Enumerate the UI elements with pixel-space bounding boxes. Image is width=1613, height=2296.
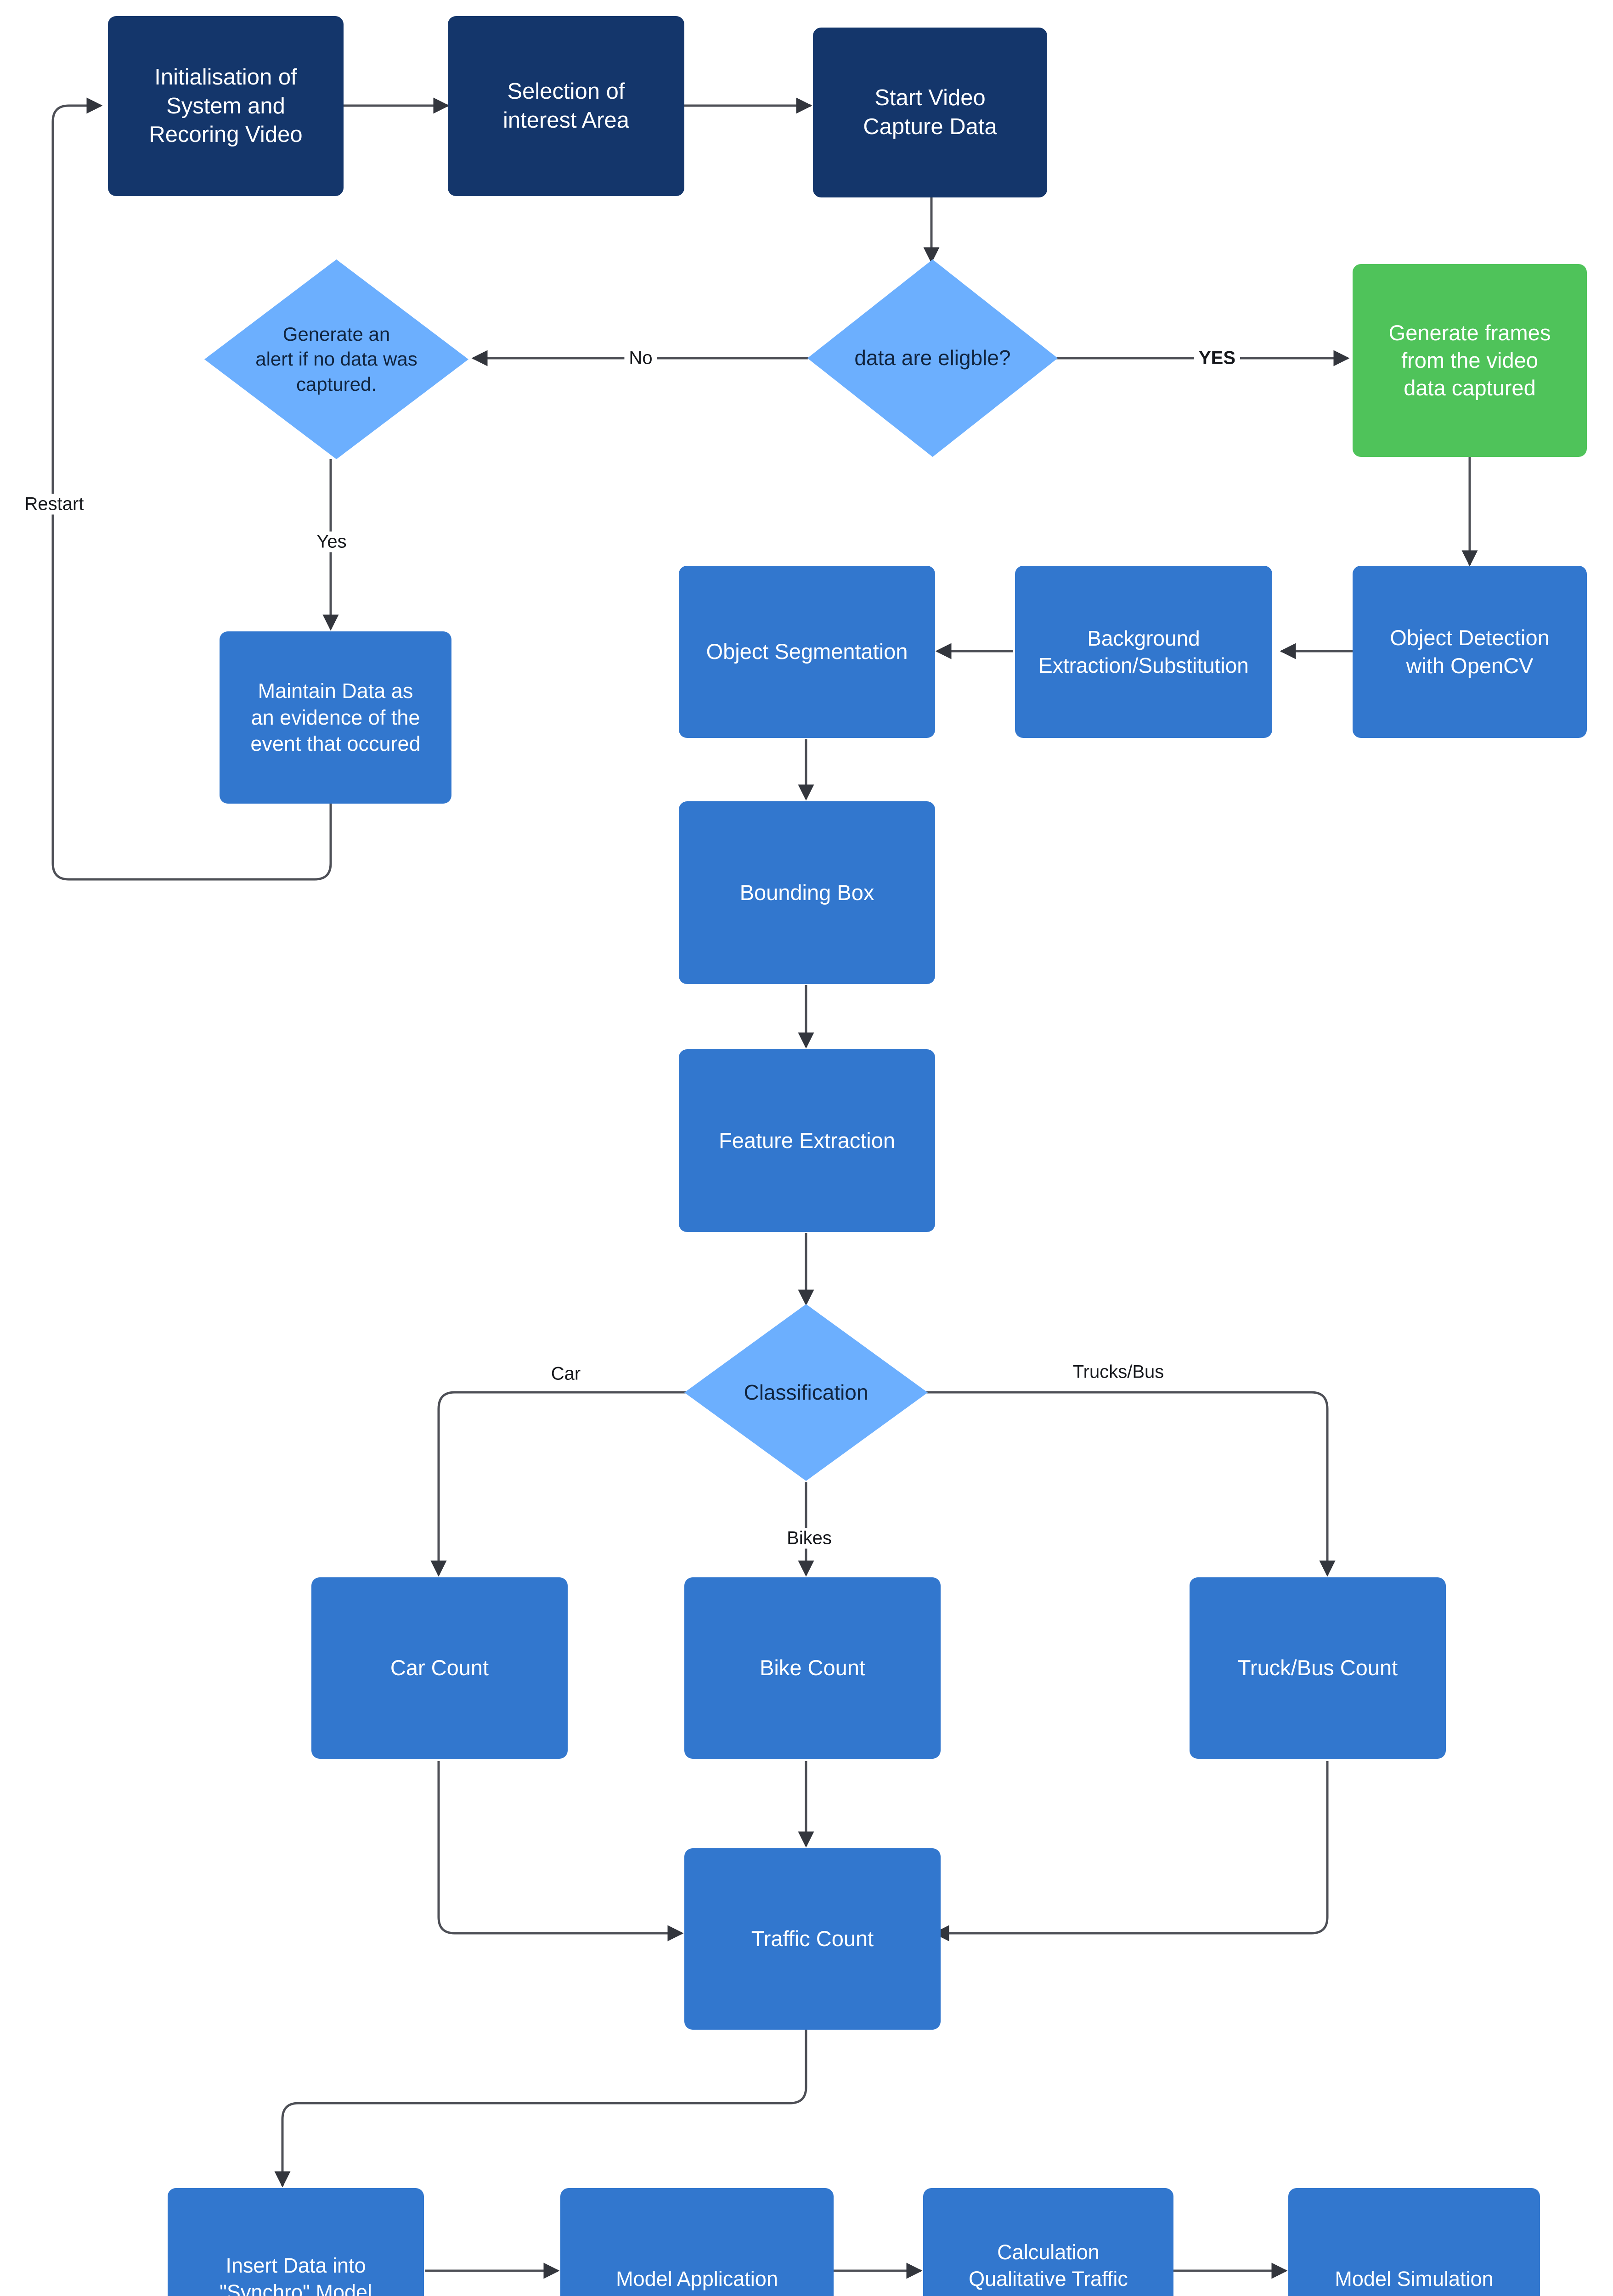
diamond-shape xyxy=(684,1304,928,1481)
node-generate-frames-label: Generate frames from the video data capt… xyxy=(1388,320,1551,400)
node-insert-data-synchro-label: Insert Data into "Synchro" Model xyxy=(219,2253,372,2296)
edge-label-bikes: Bikes xyxy=(782,1528,836,1549)
node-model-simulation[interactable]: Model Simulation xyxy=(1288,2188,1540,2296)
edge-label-trucks-bus-text: Trucks/Bus xyxy=(1072,1362,1164,1382)
node-insert-data-synchro[interactable]: Insert Data into "Synchro" Model xyxy=(168,2188,424,2296)
node-selection-interest-area[interactable]: Selection of interest Area xyxy=(448,16,684,196)
node-car-count[interactable]: Car Count xyxy=(311,1577,568,1759)
edge-label-yes-alert: Yes xyxy=(312,531,351,552)
node-feature-extraction-label: Feature Extraction xyxy=(718,1128,895,1153)
node-initialisation[interactable]: Initialisation of System and Recoring Vi… xyxy=(108,16,344,196)
node-bounding-box[interactable]: Bounding Box xyxy=(679,801,935,984)
node-feature-extraction[interactable]: Feature Extraction xyxy=(679,1049,935,1232)
node-calculation-indicators-label: Calculation Qualitative Traffic Indicato… xyxy=(969,2240,1128,2296)
node-generate-alert-decision-label: Generate an alert if no data was capture… xyxy=(255,323,417,395)
edge-label-yes-upper-text: YES xyxy=(1198,348,1236,368)
edge-label-no-text: No xyxy=(629,348,653,368)
node-model-application[interactable]: Model Application xyxy=(560,2188,834,2296)
node-truck-bus-count-label: Truck/Bus Count xyxy=(1237,1655,1398,1680)
edge-trafficcount-insertdata xyxy=(274,2027,807,2188)
node-generate-alert-decision[interactable]: Generate an alert if no data was capture… xyxy=(204,259,468,459)
node-bounding-box-label: Bounding Box xyxy=(739,880,874,905)
edge-classification-truckbuscount xyxy=(923,1391,1336,1577)
diamond-shape xyxy=(204,259,468,459)
edge-label-yes-upper: YES xyxy=(1194,348,1241,369)
node-background-extraction-label: Background Extraction/Substitution xyxy=(1038,626,1249,677)
edge-truckbuscount-trafficcount xyxy=(933,1761,1329,1941)
node-generate-frames[interactable]: Generate frames from the video data capt… xyxy=(1353,264,1587,457)
edge-label-no: No xyxy=(624,348,657,369)
edge-label-yes-alert-text: Yes xyxy=(316,531,347,552)
edge-carcount-trafficcount xyxy=(437,1761,684,1941)
edge-classification-carcount xyxy=(430,1391,689,1577)
node-object-detection[interactable]: Object Detection with OpenCV xyxy=(1353,566,1587,738)
node-initialisation-label: Initialisation of System and Recoring Vi… xyxy=(149,64,303,147)
edge-label-restart-text: Restart xyxy=(24,494,84,514)
node-traffic-count[interactable]: Traffic Count xyxy=(684,1848,941,2030)
node-traffic-count-label: Traffic Count xyxy=(751,1926,874,1951)
node-truck-bus-count[interactable]: Truck/Bus Count xyxy=(1190,1577,1446,1759)
node-model-application-label: Model Application xyxy=(616,2267,778,2290)
node-classification-decision[interactable]: Classification xyxy=(684,1304,928,1481)
node-maintain-data[interactable]: Maintain Data as an evidence of the even… xyxy=(220,631,451,804)
node-object-detection-label: Object Detection with OpenCV xyxy=(1390,625,1550,678)
node-start-video-capture[interactable]: Start Video Capture Data xyxy=(813,28,1047,197)
node-selection-interest-area-label: Selection of interest Area xyxy=(502,79,630,133)
edge-maintaindata-init xyxy=(51,97,332,881)
diamond-shape xyxy=(807,259,1058,457)
node-data-eligible-decision[interactable]: data are eligble? xyxy=(807,259,1058,457)
edge-label-restart: Restart xyxy=(20,494,89,515)
node-maintain-data-label: Maintain Data as an evidence of the even… xyxy=(250,679,421,756)
edge-label-car: Car xyxy=(546,1363,586,1384)
node-background-extraction[interactable]: Background Extraction/Substitution xyxy=(1015,566,1272,738)
node-bike-count-label: Bike Count xyxy=(760,1655,865,1680)
edge-label-bikes-text: Bikes xyxy=(787,1528,832,1548)
edge-label-trucks-bus: Trucks/Bus xyxy=(1068,1362,1169,1383)
node-calculation-indicators[interactable]: Calculation Qualitative Traffic Indicato… xyxy=(923,2188,1173,2296)
node-classification-decision-label: Classification xyxy=(744,1380,869,1404)
node-bike-count[interactable]: Bike Count xyxy=(684,1577,941,1759)
node-data-eligible-decision-label: data are eligble? xyxy=(854,346,1011,370)
node-model-simulation-label: Model Simulation xyxy=(1335,2267,1494,2290)
node-start-video-capture-label: Start Video Capture Data xyxy=(863,85,997,139)
edge-label-car-text: Car xyxy=(551,1363,581,1384)
node-car-count-label: Car Count xyxy=(390,1655,489,1680)
node-object-segmentation-label: Object Segmentation xyxy=(706,639,908,664)
node-object-segmentation[interactable]: Object Segmentation xyxy=(679,566,935,738)
